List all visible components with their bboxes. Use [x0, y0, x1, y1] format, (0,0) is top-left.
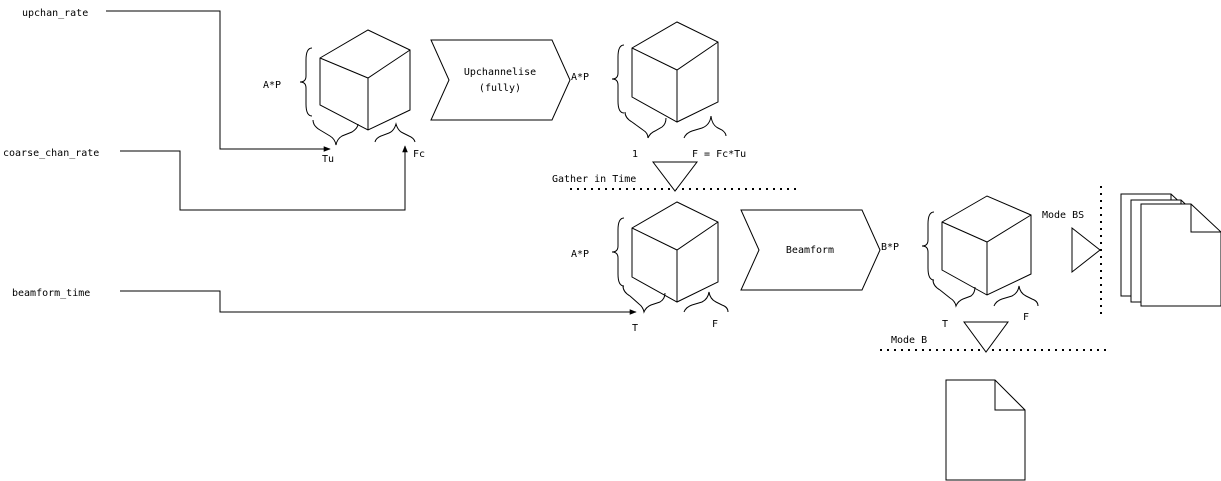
- cube-3: [611, 201, 729, 314]
- upchannelise-sublabel: (fully): [479, 83, 521, 94]
- cube-1: [299, 29, 416, 146]
- cube-4-bottom-left-label: T: [942, 319, 948, 330]
- cube-1-side-brace: [299, 47, 313, 117]
- cube-4-bottom-left-brace: [932, 279, 976, 308]
- cube-3-side-brace: [611, 217, 625, 287]
- beamform-time-label: beamform_time: [12, 288, 90, 299]
- cube-3-bottom-right-brace: [683, 291, 729, 313]
- mode-b-document-icon: [945, 379, 1026, 481]
- mode-bs-documents-icon: [1120, 193, 1221, 307]
- upchannelise-process: [430, 39, 571, 121]
- cube-1-bottom-left-brace: [312, 119, 359, 146]
- mode-b-triangle-icon: [963, 321, 1009, 353]
- cube-4: [921, 195, 1039, 308]
- cube-1-bottom-right-label: Fc: [413, 149, 425, 160]
- upchannelise-label: Upchannelise: [464, 67, 536, 78]
- cube-4-side-brace: [921, 211, 935, 281]
- cube-2-side-label: A*P: [571, 72, 589, 83]
- beamform-process: [740, 209, 881, 291]
- cube-2-bottom-right-brace: [683, 115, 727, 139]
- cube-3-bottom-left-brace: [622, 285, 666, 314]
- cube-1-bottom-left-label: Tu: [322, 154, 334, 165]
- mode-bs-label: Mode BS: [1042, 210, 1084, 221]
- coarse-chan-rate-label: coarse_chan_rate: [3, 148, 99, 159]
- cube-4-side-label: B*P: [881, 242, 899, 253]
- gather-triangle-icon: [651, 161, 699, 192]
- cube-4-bottom-right-label: F: [1023, 312, 1029, 323]
- gather-label: Gather in Time: [552, 174, 636, 185]
- coarse-chan-rate-connector: [120, 145, 408, 211]
- cube-3-bottom-left-label: T: [632, 323, 638, 334]
- upchan-rate-label: upchan_rate: [22, 8, 88, 19]
- cube-2: [611, 21, 727, 139]
- cube-3-side-label: A*P: [571, 249, 589, 260]
- cube-2-bottom-left-brace: [624, 111, 667, 139]
- mode-bs-triangle-icon: [1071, 226, 1101, 274]
- beamform-time-connector: [120, 290, 637, 315]
- mode-b-label: Mode B: [891, 335, 927, 346]
- cube-3-bottom-right-label: F: [712, 319, 718, 330]
- cube-1-bottom-right-brace: [374, 122, 416, 143]
- cube-2-bottom-left-label: 1: [632, 149, 638, 160]
- cube-4-bottom-right-brace: [993, 285, 1039, 307]
- upchan-rate-connector: [106, 10, 331, 152]
- cube-1-side-label: A*P: [263, 80, 281, 91]
- cube-2-bottom-right-label: F = Fc*Tu: [692, 149, 746, 160]
- beamform-label: Beamform: [786, 245, 834, 256]
- cube-2-side-brace: [611, 44, 625, 114]
